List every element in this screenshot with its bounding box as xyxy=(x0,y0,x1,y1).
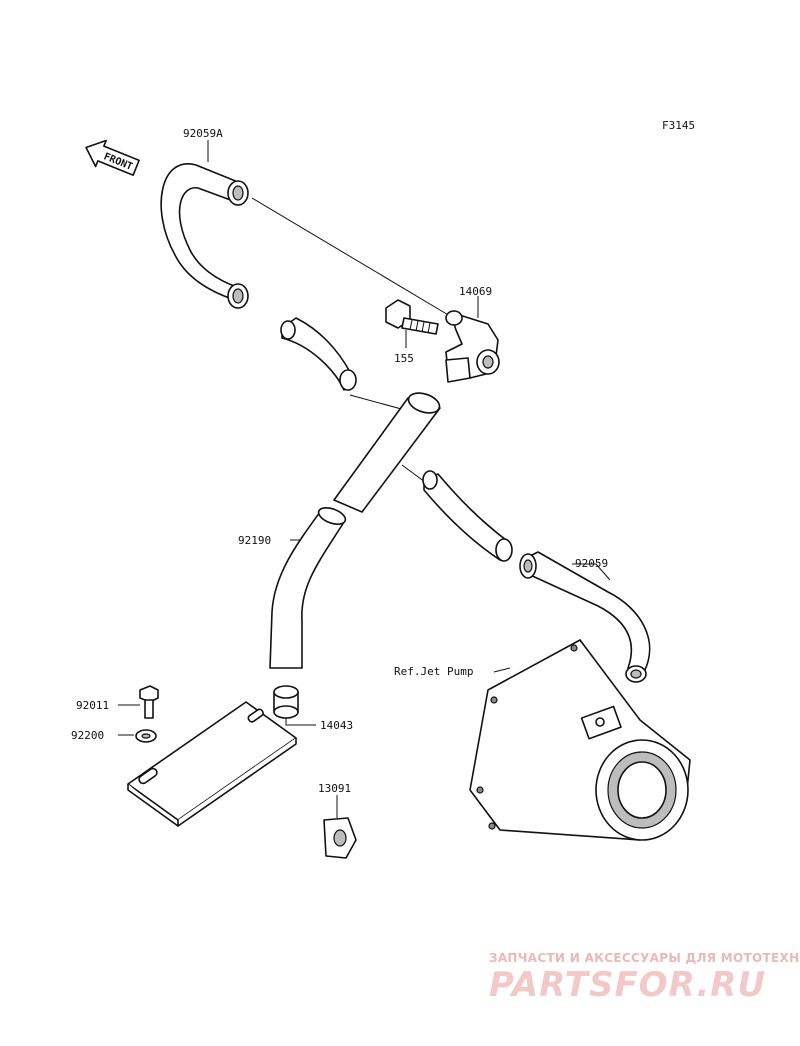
callout-92190: 92190 xyxy=(238,534,271,547)
hose-92190 xyxy=(269,507,347,669)
front-arrow-icon: FRONT xyxy=(85,139,140,176)
cap-plug xyxy=(273,685,299,719)
hose-upper-bend xyxy=(280,317,357,391)
callout-92059a: 92059A xyxy=(183,127,223,140)
tube-center xyxy=(333,392,441,513)
hose-92059a xyxy=(160,163,249,309)
hose-right-bend xyxy=(422,470,513,562)
hose-92059 xyxy=(519,551,651,683)
fitting-14069 xyxy=(445,310,500,383)
callout-13091: 13091 xyxy=(318,782,351,795)
callout-14043: 14043 xyxy=(320,719,353,732)
bolt-92011 xyxy=(139,685,159,719)
bracket-14043 xyxy=(127,701,297,827)
callout-92011: 92011 xyxy=(76,699,109,712)
bolt-155 xyxy=(385,299,439,335)
watermark-tagline: ЗАПЧАСТИ И АКСЕССУАРЫ ДЛЯ МОТОТЕХНИКИ xyxy=(489,951,800,965)
washer-92200 xyxy=(135,729,157,743)
callout-14069: 14069 xyxy=(459,285,492,298)
clip-13091 xyxy=(323,817,357,859)
watermark-brand: PARTSFOR.RU xyxy=(489,965,766,1005)
diagram-code: F3145 xyxy=(662,119,695,132)
jet-pump-housing xyxy=(469,639,691,841)
ref-jet-pump-note: Ref.Jet Pump xyxy=(394,665,473,678)
callout-92200: 92200 xyxy=(71,729,104,742)
callout-155: 155 xyxy=(394,352,414,365)
callout-92059: 92059 xyxy=(575,557,608,570)
